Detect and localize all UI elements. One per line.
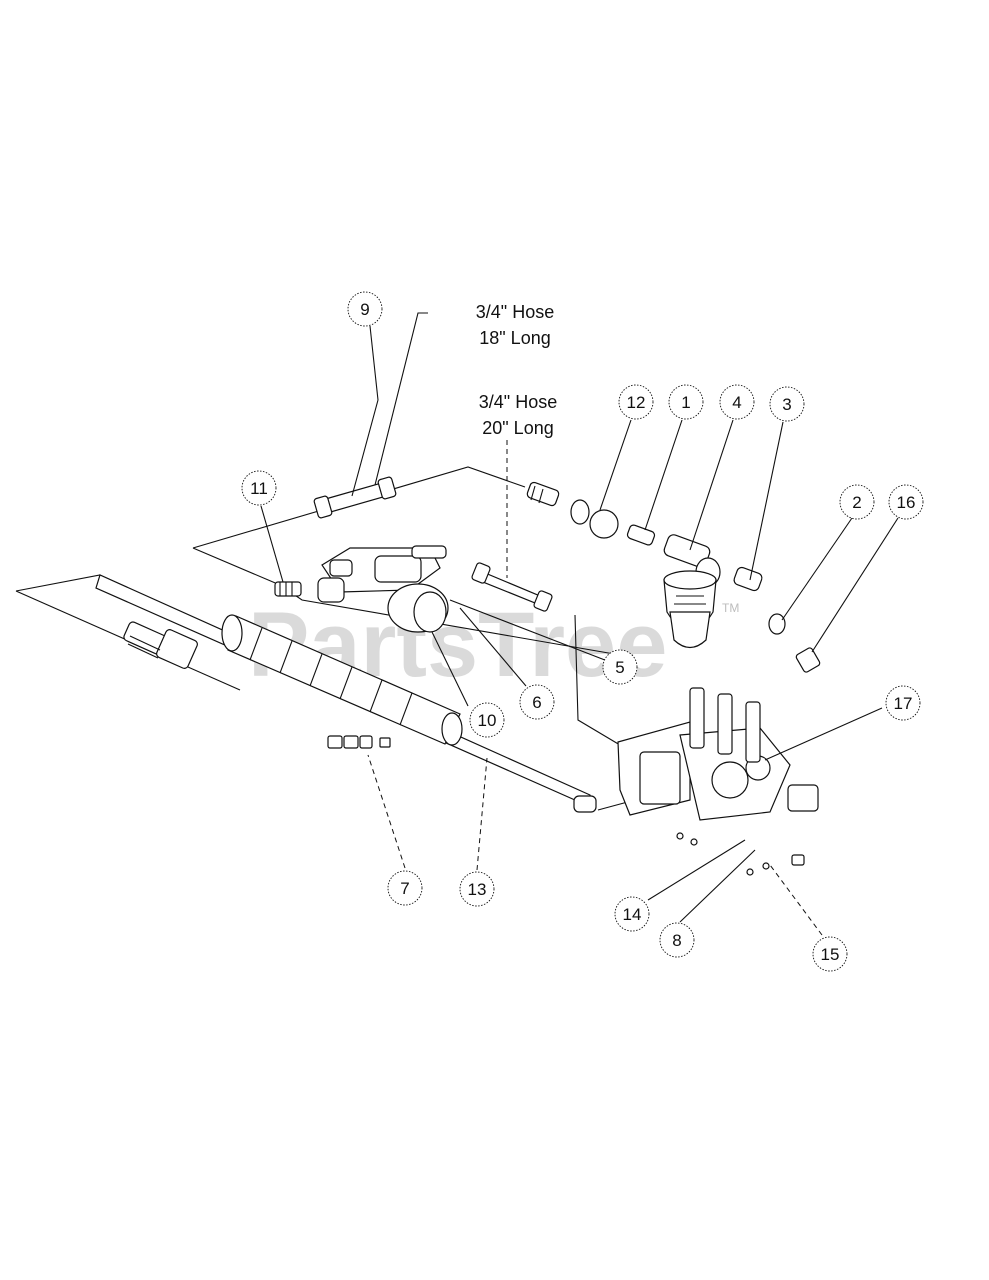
hose-note-20-line2: 20" Long — [482, 418, 553, 438]
hose-note-20: 3/4" Hose 20" Long — [479, 392, 557, 438]
svg-text:13: 13 — [468, 880, 487, 899]
part-hose-18 — [313, 476, 397, 519]
part-hose-20 — [471, 562, 553, 612]
svg-text:5: 5 — [615, 658, 624, 677]
callout-1[interactable]: 1 — [668, 384, 704, 420]
part-coiled-hose — [221, 614, 463, 746]
svg-text:7: 7 — [400, 879, 409, 898]
svg-text:1: 1 — [681, 393, 690, 412]
callout-9[interactable]: 9 — [347, 291, 383, 327]
part-pump-housing — [317, 545, 449, 633]
hose-note-20-line1: 3/4" Hose — [479, 392, 557, 412]
part-filter-bowl — [663, 570, 717, 649]
hose-note-18-line1: 3/4" Hose — [476, 302, 554, 322]
hose-note-leaders — [374, 312, 508, 578]
callout-3[interactable]: 3 — [769, 386, 805, 422]
svg-text:10: 10 — [478, 711, 497, 730]
hose-note-18: 3/4" Hose 18" Long — [476, 302, 554, 348]
callout-leaders — [260, 325, 899, 936]
callout-16[interactable]: 16 — [888, 484, 924, 520]
part-nozzle-tips — [327, 735, 391, 749]
callout-8[interactable]: 8 — [659, 922, 695, 958]
callout-17[interactable]: 17 — [885, 685, 921, 721]
callout-4[interactable]: 4 — [719, 384, 755, 420]
callout-14[interactable]: 14 — [614, 896, 650, 932]
svg-text:8: 8 — [672, 931, 681, 950]
svg-text:9: 9 — [360, 300, 369, 319]
part-pump-base — [617, 687, 819, 876]
callout-5[interactable]: 5 — [602, 649, 638, 685]
svg-text:14: 14 — [623, 905, 642, 924]
callout-15[interactable]: 15 — [812, 936, 848, 972]
part-fitting-chain — [526, 481, 821, 673]
callout-12[interactable]: 12 — [618, 384, 654, 420]
part-elbow-fitting — [274, 581, 302, 597]
svg-text:2: 2 — [852, 493, 861, 512]
callout-2[interactable]: 2 — [839, 484, 875, 520]
svg-text:17: 17 — [894, 694, 913, 713]
svg-text:3: 3 — [782, 395, 791, 414]
callout-11[interactable]: 11 — [241, 470, 277, 506]
callout-10[interactable]: 10 — [469, 702, 505, 738]
svg-text:16: 16 — [897, 493, 916, 512]
svg-text:11: 11 — [250, 479, 268, 498]
hose-note-18-line2: 18" Long — [479, 328, 550, 348]
callout-7[interactable]: 7 — [387, 870, 423, 906]
svg-text:12: 12 — [627, 393, 646, 412]
callout-6[interactable]: 6 — [519, 684, 555, 720]
svg-text:6: 6 — [532, 693, 541, 712]
svg-text:4: 4 — [732, 393, 741, 412]
svg-text:15: 15 — [821, 945, 840, 964]
watermark-tm: TM — [722, 601, 739, 615]
callout-13[interactable]: 13 — [459, 871, 495, 907]
